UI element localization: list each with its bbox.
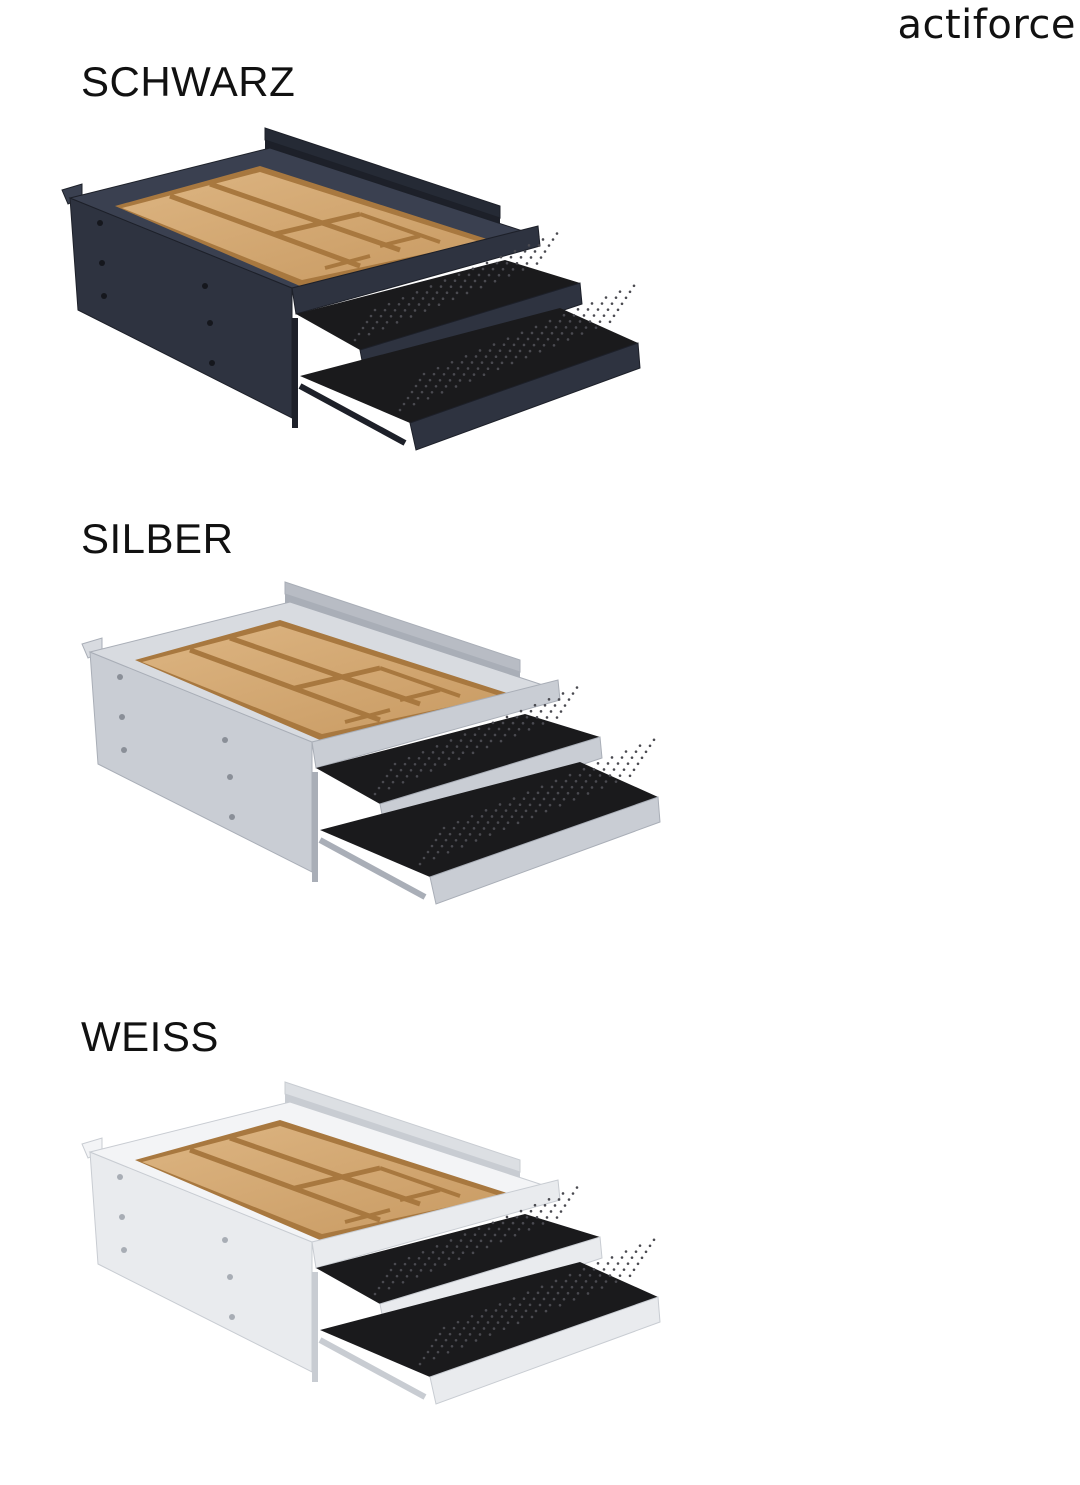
variant-label-schwarz: SCHWARZ: [81, 58, 296, 105]
variant-label-silber: SILBER: [81, 515, 234, 562]
product-image-weiss: [80, 1072, 700, 1472]
product-image-silber: [80, 572, 700, 972]
variant-label-weiss: WEISS: [81, 1013, 219, 1060]
product-image-schwarz: [60, 118, 680, 518]
brand-logo: actiforce: [897, 2, 1076, 48]
